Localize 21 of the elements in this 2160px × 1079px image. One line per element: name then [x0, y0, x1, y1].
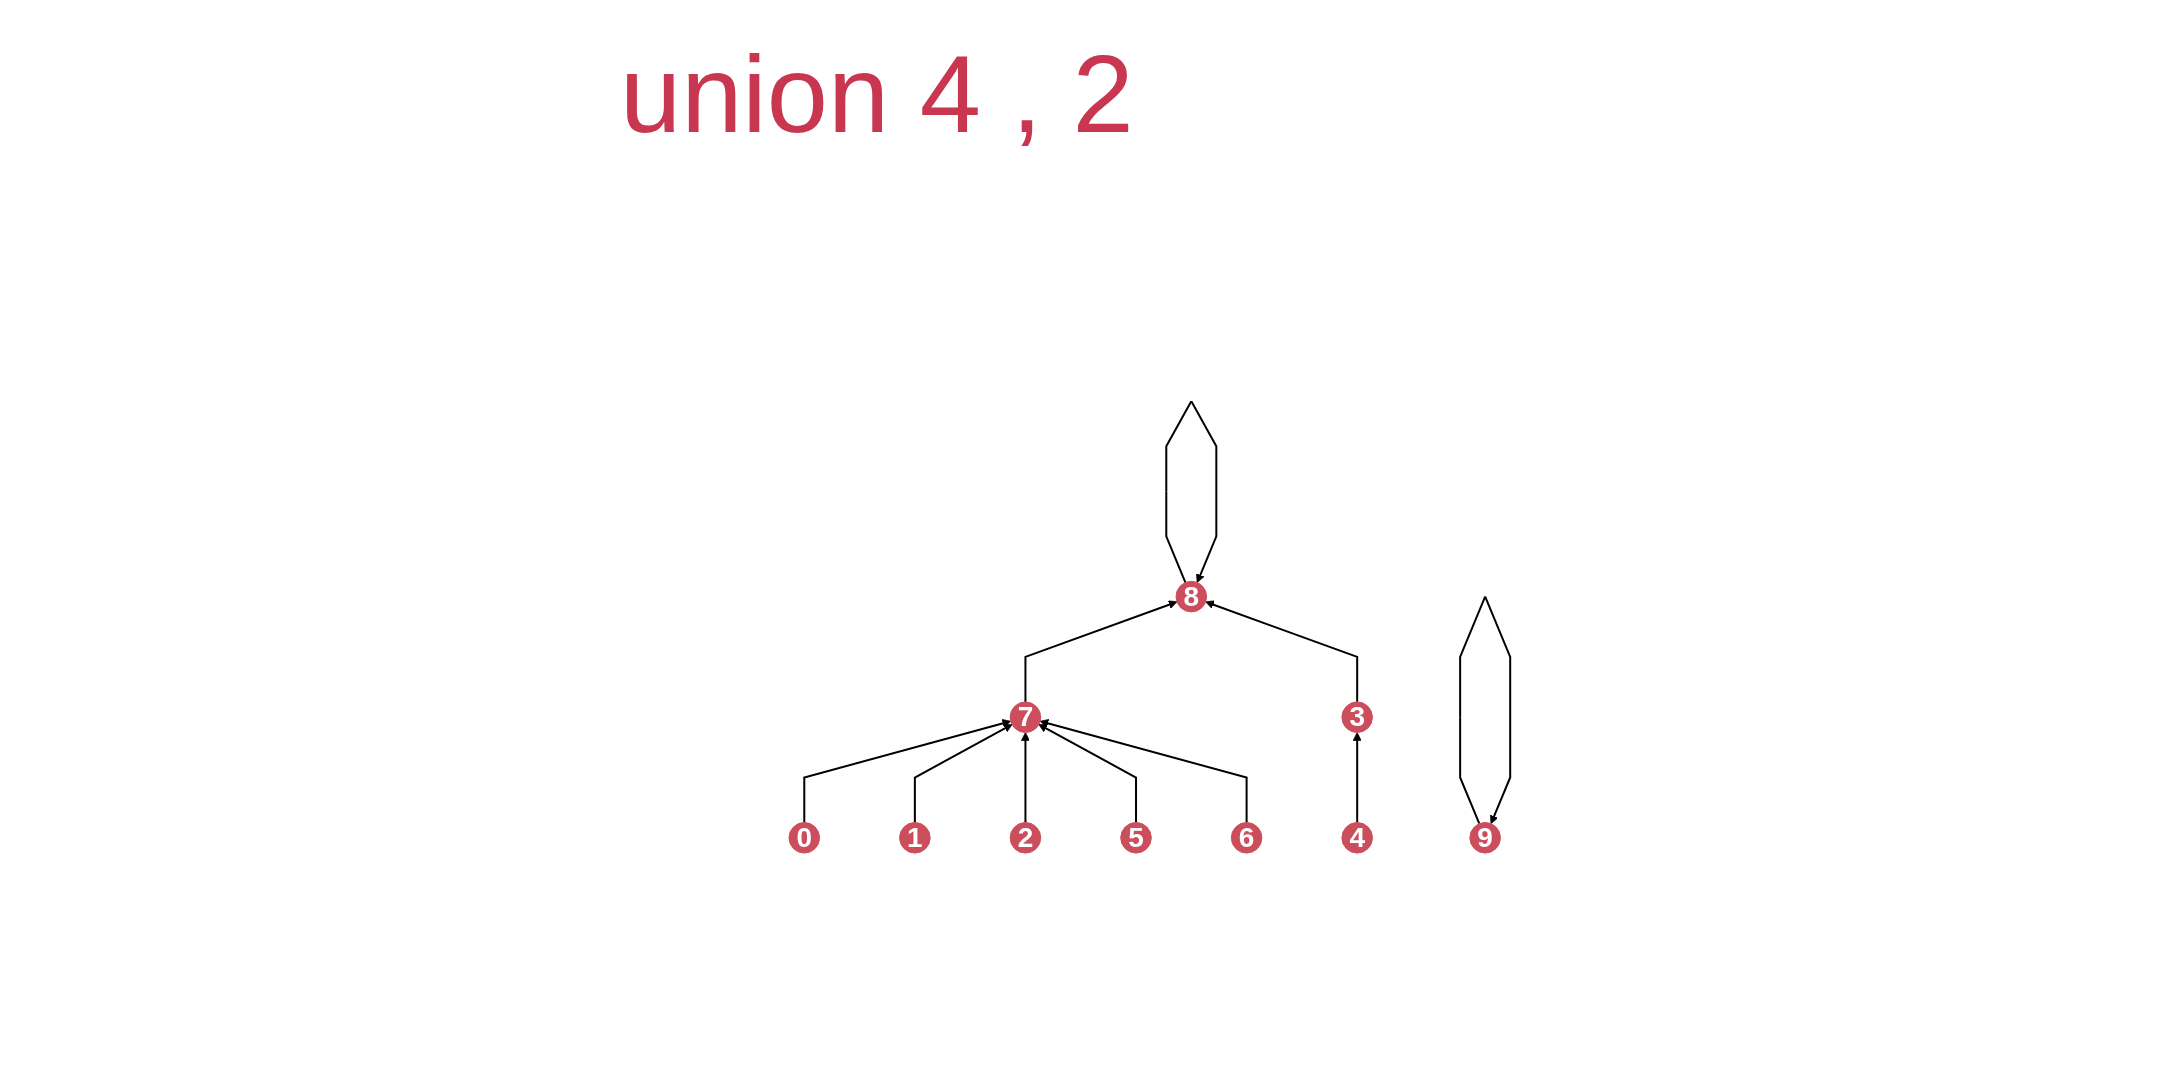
- arrow: [1165, 400, 1218, 584]
- node-circle: 7: [1010, 701, 1042, 733]
- arrow: [1205, 600, 1359, 703]
- node-circle: 9: [1469, 822, 1502, 854]
- node-circle: 8: [1175, 580, 1208, 613]
- arrow: [1024, 600, 1178, 703]
- arrow: [1459, 595, 1512, 825]
- arrow: [914, 724, 1013, 824]
- node-circle: 1: [899, 822, 932, 854]
- node-circle: 2: [1010, 822, 1042, 854]
- arrow: [1040, 719, 1248, 824]
- node-circle: 5: [1120, 822, 1153, 854]
- arrow: [1021, 732, 1031, 824]
- arrow: [1353, 732, 1362, 824]
- node-circle: 3: [1341, 701, 1374, 733]
- node-circle: 0: [788, 822, 821, 854]
- arrow: [803, 719, 1012, 824]
- node-circle: 6: [1231, 822, 1263, 854]
- title: union 4 , 2: [620, 31, 1134, 157]
- node-circle: 4: [1341, 822, 1374, 854]
- arrow: [1038, 724, 1138, 824]
